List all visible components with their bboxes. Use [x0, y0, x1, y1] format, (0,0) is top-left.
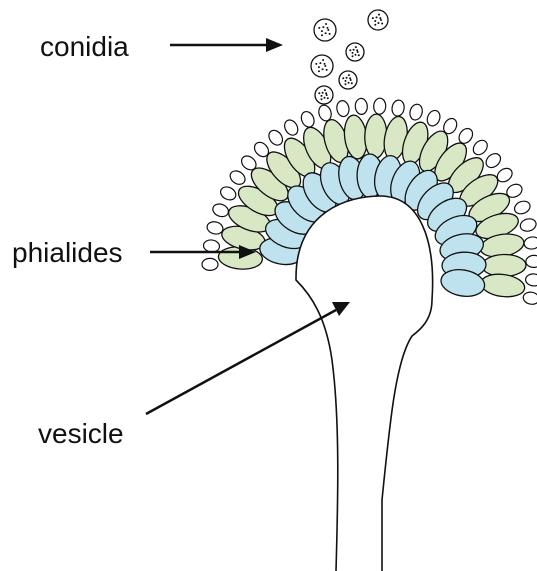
vesicle-arrow [146, 302, 350, 414]
phialide-cell [480, 272, 527, 300]
conidium [211, 202, 230, 219]
phialide-cell [482, 254, 526, 277]
conidium [391, 99, 405, 117]
conidia-arrow [170, 38, 283, 52]
conidium [355, 98, 368, 115]
conidium-spotted [346, 43, 364, 61]
conidium [202, 258, 218, 270]
conidium [519, 217, 537, 233]
conidium-spotted [314, 19, 336, 41]
conidium [228, 168, 248, 187]
conidium [522, 291, 537, 306]
phialide-cell [364, 114, 387, 159]
conidium [266, 128, 285, 148]
conidium [408, 103, 424, 122]
conidium [470, 138, 490, 158]
conidium-spotted [311, 55, 333, 77]
conidium [525, 273, 537, 286]
vesicle-and-stalk [296, 196, 433, 571]
conidium [523, 236, 537, 250]
phialides-arrow [150, 245, 256, 259]
conidium [526, 255, 537, 268]
conidium [299, 110, 316, 129]
conidium-spotted [315, 86, 333, 104]
conidium [282, 118, 300, 138]
conidium [373, 98, 386, 115]
conidium-spotted [368, 10, 388, 30]
conidium [336, 100, 351, 118]
conidium-spotted [339, 71, 357, 89]
conidium [425, 109, 442, 128]
conidium [218, 184, 238, 202]
conidium [483, 151, 503, 171]
vesicle-label: vesicle [38, 420, 124, 448]
conidia-label: conidia [40, 33, 129, 61]
phialides-label: phialides [12, 239, 123, 267]
conidium [513, 199, 532, 216]
